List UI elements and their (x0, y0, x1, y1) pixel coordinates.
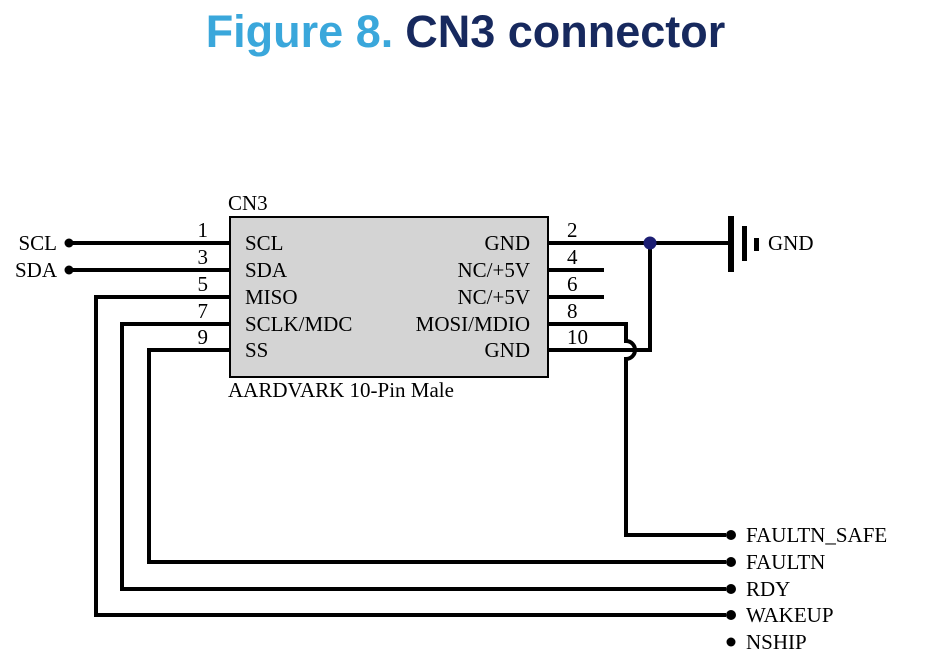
faultn-terminal-dot (726, 557, 736, 567)
pin-signal-ss: SS (245, 338, 269, 362)
figure-name: CN3 connector (405, 6, 726, 57)
pin-number-9: 9 (197, 325, 209, 349)
pin-signal-nc5v-6: NC/+5V (457, 285, 530, 309)
pin-signal-mosi-mdio: MOSI/MDIO (415, 312, 530, 336)
nship-terminal-dot (726, 637, 736, 647)
pin-signal-scl: SCL (245, 231, 284, 255)
rdy-terminal-dot (726, 584, 736, 594)
ground-bar-medium (742, 226, 747, 261)
wire-pin9-faultn (147, 348, 726, 564)
wire-pin7-rdy (120, 322, 726, 591)
pin-signal-miso: MISO (245, 285, 298, 309)
net-label-rdy: RDY (746, 577, 791, 601)
pin-number-7: 7 (197, 299, 209, 323)
net-label-scl: SCL (18, 231, 57, 255)
wire-pin10-gnd (547, 243, 652, 352)
ground-icon (728, 216, 759, 272)
pin-signal-gnd-10: GND (484, 338, 531, 362)
pin-number-5: 5 (197, 272, 209, 296)
wire-pin8-faultn-safe (547, 322, 726, 537)
net-label-wakeup: WAKEUP (746, 603, 834, 627)
net-label-sda: SDA (14, 258, 57, 282)
pin-number-2: 2 (567, 218, 578, 242)
net-label-gnd: GND (768, 231, 814, 255)
pin-signal-sclk-mdc: SCLK/MDC (245, 312, 353, 336)
connector-name: CN3 (228, 191, 268, 215)
pin-number-3: 3 (197, 245, 209, 269)
pin-number-6: 6 (567, 272, 578, 296)
connector-type-label: AARDVARK 10-Pin Male (228, 378, 454, 402)
faultn-safe-terminal-dot (726, 530, 736, 540)
pin-signal-sda: SDA (245, 258, 288, 282)
pin-signal-nc5v-4: NC/+5V (457, 258, 530, 282)
pin-number-1: 1 (197, 218, 209, 242)
net-label-nship: NSHIP (746, 630, 807, 654)
pin-number-10: 10 (567, 325, 588, 349)
figure-number-label: Figure 8. (205, 6, 394, 57)
net-label-faultn: FAULTN (746, 550, 826, 574)
wire-pin5-wakeup (94, 295, 726, 617)
ground-bar-tall (728, 216, 734, 272)
ground-bar-short (754, 238, 759, 251)
sda-terminal-dot (64, 265, 74, 275)
figure-title: Figure 8.CN3 connector (0, 6, 931, 58)
scl-terminal-dot (64, 238, 74, 248)
pin-number-8: 8 (567, 299, 578, 323)
wakeup-terminal-dot (726, 610, 736, 620)
net-label-faultn-safe: FAULTN_SAFE (746, 523, 888, 547)
connector-body (229, 216, 549, 378)
pin-number-4: 4 (567, 245, 578, 269)
gnd-junction-dot (643, 236, 657, 250)
pin-signal-gnd-2: GND (484, 231, 531, 255)
